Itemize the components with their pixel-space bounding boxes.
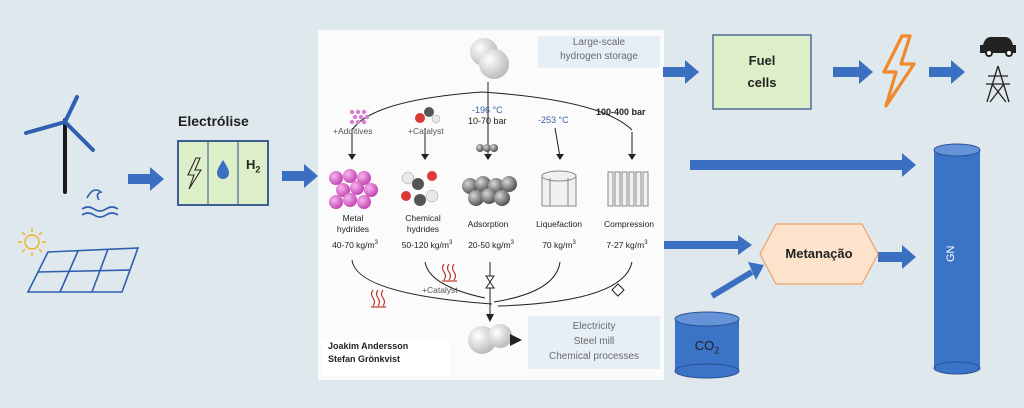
density-chemical-hydrides: 50-120 kg/m3	[390, 240, 464, 250]
end-use-chemical: Chemical processes	[548, 351, 640, 362]
return-lines	[351, 259, 633, 318]
additives-icon	[349, 109, 370, 125]
h2-text: H	[246, 157, 256, 172]
method-adsorption: Adsorption	[455, 219, 521, 230]
arrow-to-fuel-cells	[663, 60, 699, 84]
co2-subscript: 2	[714, 345, 720, 356]
metanacao-label: Metanação	[785, 246, 853, 261]
method-name-2: hydrides	[406, 224, 440, 234]
arrow-to-lightning	[833, 60, 873, 84]
method-liquefaction: Liquefaction	[526, 219, 592, 230]
arrow-metanacao-to-gn	[878, 245, 916, 269]
method-chemical-hydrides: Chemical hydrides	[390, 213, 456, 235]
method-metal-hydrides: Metal hydrides	[320, 213, 386, 235]
heat-icon	[370, 289, 386, 308]
hydrogen-molecule-top	[470, 38, 509, 79]
adsorption-icon	[462, 176, 517, 206]
electrolysis-box	[177, 140, 269, 206]
density-value: 20-50 kg/m	[468, 240, 511, 250]
storage-title: Large-scale hydrogen storage	[538, 36, 660, 68]
lightning-icon	[187, 157, 202, 190]
h2-label: H2	[246, 157, 260, 175]
method-name: Chemical	[405, 213, 441, 223]
end-use-arrow	[510, 334, 522, 346]
arrow-co2-to-metanacao	[710, 262, 764, 299]
additives-label: +Additives	[333, 126, 373, 136]
liquefaction-temp-label: -253 °C	[538, 115, 569, 125]
end-use-steel: Steel mill	[573, 336, 615, 347]
method-name: Compression	[603, 219, 655, 229]
density-value: 7-27 kg/m	[606, 240, 645, 250]
density-unit-sup: 3	[448, 240, 453, 247]
valve-icon	[485, 275, 495, 289]
water-drop-icon	[217, 160, 229, 179]
density-unit-sup: 3	[374, 240, 378, 247]
hydrogen-molecule-bottom	[468, 324, 512, 354]
arrow-to-gn-top	[690, 153, 916, 177]
storage-line1: Large-scale	[572, 37, 626, 48]
metal-hydrides-icon	[329, 169, 378, 209]
compression-cylinders-icon	[607, 171, 649, 207]
adsorption-temp-label: -196 °C	[472, 105, 503, 115]
valve-icon-2	[611, 283, 625, 297]
end-use-electricity: Electricity	[572, 321, 616, 332]
heat-icon-2	[441, 263, 457, 282]
density-value: 50-120 kg/m	[401, 240, 449, 250]
chemical-hydrides-icon	[401, 171, 439, 206]
sun-icon	[18, 228, 46, 256]
adsorption-pressure-label: 10-70 bar	[468, 116, 507, 126]
arrow-to-metanacao	[664, 235, 752, 255]
density-value: 70 kg/m	[542, 240, 573, 250]
h2-subscript: 2	[255, 164, 261, 175]
density-adsorption: 20-50 kg/m3	[456, 240, 526, 250]
branch-lines	[351, 82, 633, 158]
catalyst-molecule-icon	[415, 107, 441, 124]
gn-tank	[933, 143, 981, 375]
author-2: Stefan Grönkvist	[328, 354, 401, 364]
end-uses-box: Electricity Steel mill Chemical processe…	[528, 316, 660, 369]
catalyst-bottom-label: +Catalyst	[422, 285, 458, 295]
method-compression: Compression	[594, 219, 664, 230]
co2-tank	[674, 311, 740, 379]
method-name: Metal	[342, 213, 364, 223]
density-compression: 7-27 kg/m3	[592, 240, 662, 250]
fuel-cells-label: Fuel cells	[713, 50, 811, 94]
co2-text: CO	[694, 338, 715, 353]
method-name-2: hydrides	[336, 224, 370, 234]
metanacao-box	[759, 223, 879, 285]
electricity-icon	[882, 34, 916, 108]
arrow-to-panel	[282, 164, 318, 188]
author-1: Joakim Andersson	[328, 341, 409, 351]
liquefaction-tank-icon	[541, 170, 577, 207]
method-name: Adsorption	[467, 219, 509, 229]
electrolise-title: Electrólise	[178, 113, 249, 129]
authors: Joakim Andersson Stefan Grönkvist	[322, 340, 450, 376]
catalyst-top-label: +Catalyst	[408, 126, 444, 136]
density-liquefaction: 70 kg/m3	[528, 240, 590, 250]
power-pylon-icon	[986, 65, 1010, 103]
solar-panel-icon	[26, 247, 140, 293]
density-unit-sup: 3	[572, 240, 576, 247]
density-value: 40-70 kg/m	[332, 240, 375, 250]
co2-label: CO2	[675, 338, 739, 356]
return-arrowhead	[486, 314, 494, 322]
branch-arrowheads	[348, 154, 636, 160]
gn-label: GN	[945, 245, 957, 263]
wind-turbine-icon	[24, 95, 95, 194]
fuel-cells-line1: Fuel	[748, 53, 776, 68]
compression-pressure-label: 100-400 bar	[596, 107, 646, 117]
method-name: Liquefaction	[536, 219, 582, 229]
density-metal-hydrides: 40-70 kg/m3	[320, 240, 390, 250]
wave-icon	[81, 189, 119, 218]
fuel-cells-line2: cells	[747, 75, 777, 90]
storage-line2: hydrogen storage	[560, 51, 638, 62]
density-unit-sup: 3	[644, 240, 648, 247]
arrow-to-consumers	[929, 60, 965, 84]
adsorption-small-icon	[476, 144, 498, 152]
car-icon	[980, 37, 1016, 57]
arrow-to-electrolysis	[128, 167, 164, 191]
density-unit-sup: 3	[510, 240, 514, 247]
fuel-cells-box	[712, 34, 812, 110]
